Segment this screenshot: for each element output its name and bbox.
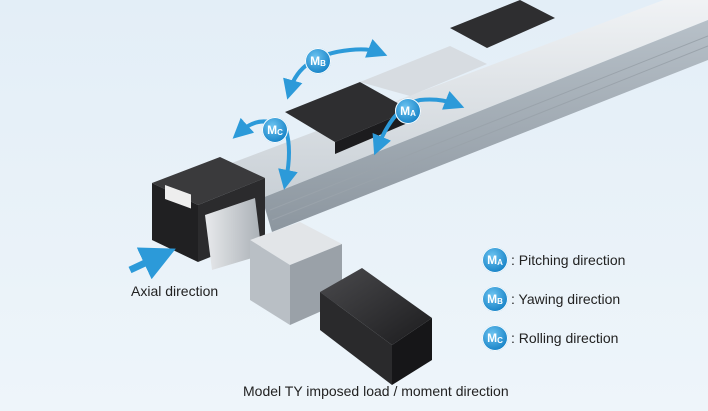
rolling-direction-label: : Rolling direction xyxy=(511,330,619,346)
mc-badge-on-drawing: MC xyxy=(262,117,288,143)
legend-yawing: MB : Yawing direction xyxy=(482,286,620,312)
axial-direction-label: Axial direction xyxy=(131,283,219,299)
servo-motor xyxy=(320,268,432,385)
coupling-housing xyxy=(205,198,342,325)
legend-rolling: MC : Rolling direction xyxy=(482,325,618,351)
linear-rail xyxy=(200,0,708,232)
mb-badge-on-drawing: MB xyxy=(305,48,331,74)
legend-pitching: MA : Pitching direction xyxy=(482,247,625,273)
ma-badge: MA xyxy=(482,247,508,273)
pitching-direction-label: : Pitching direction xyxy=(511,252,626,268)
ma-badge-on-drawing: MA xyxy=(395,98,421,124)
mb-badge: MB xyxy=(482,286,508,312)
mc-badge: MC xyxy=(482,325,508,351)
figure-caption: Model TY imposed load / moment direction xyxy=(243,383,509,399)
yawing-direction-label: : Yawing direction xyxy=(511,291,621,307)
